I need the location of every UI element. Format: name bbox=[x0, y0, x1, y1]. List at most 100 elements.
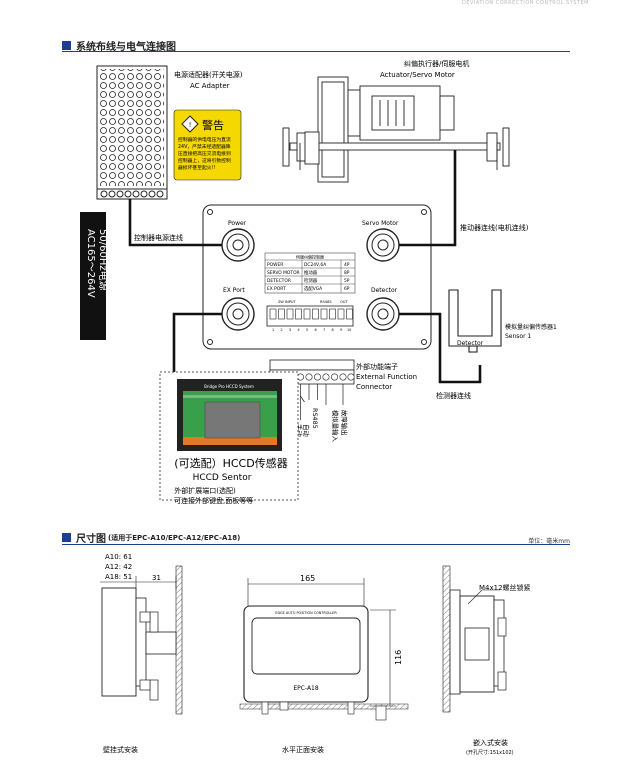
connector-power bbox=[221, 228, 255, 262]
motor-wire-label: 推动器连线(电机连线) bbox=[460, 223, 529, 232]
adapter-terminals bbox=[100, 190, 164, 198]
hccd-desc1: 外部扩展端口(选配) bbox=[174, 486, 236, 495]
detector-sensor bbox=[448, 289, 502, 353]
front-width: 165 bbox=[300, 574, 315, 583]
port-ex-label: EX Port bbox=[223, 287, 245, 294]
ext-signal-manual: 手动 bbox=[295, 424, 304, 437]
wall-model-a12: A12: 42 bbox=[105, 563, 132, 571]
wall-model-a10: A10: 61 bbox=[105, 553, 132, 561]
controller-terminal-strip: SW INPUT RS485 OUT 1 2 3 4 5 6 7 8 9 10 bbox=[266, 300, 354, 332]
ext-signal-fault: 故障输出 bbox=[340, 410, 349, 436]
hccd-screen-title: Bridge Pro HCCD System bbox=[204, 384, 254, 389]
front-mount-drawing: 165 116 EDGE AUTO POSITION CONTROLLER EP… bbox=[239, 574, 409, 721]
section-square-icon bbox=[62, 533, 71, 542]
warning-line-4: 控制器上，这将引致控制 bbox=[178, 157, 231, 164]
port-servo-label: Servo Motor bbox=[362, 220, 399, 227]
front-model: EPC-A18 bbox=[293, 685, 319, 692]
terminal-group-rs485: RS485 bbox=[320, 300, 332, 304]
hccd-label-en: HCCD Sentor bbox=[193, 473, 252, 483]
terminal-num-6: 6 bbox=[315, 328, 317, 332]
terminal-num-7: 7 bbox=[323, 328, 325, 332]
embed-note: (开孔尺寸:151x102) bbox=[466, 749, 514, 756]
port-power-label: Power bbox=[228, 220, 247, 227]
table-r3-c2: 6P bbox=[344, 286, 350, 292]
actuator-drawing bbox=[282, 76, 510, 183]
unit-label: 单位：毫米mm bbox=[528, 538, 570, 545]
power-wire-label: 控制器电源连线 bbox=[134, 233, 183, 242]
terminal-num-3: 3 bbox=[289, 328, 291, 332]
header-tag: DEVIATION CORRECTION CONTROL SYSTEM bbox=[462, 0, 589, 6]
port-detector-label: Detector bbox=[371, 287, 398, 294]
front-caption: 水平正面安装 bbox=[282, 745, 324, 754]
table-r2-c2: 5P bbox=[344, 278, 350, 284]
connector-ex bbox=[221, 297, 255, 331]
section2-header: 尺寸图 (适用于EPC-A10/EPC-A12/EPC-A18) bbox=[62, 530, 240, 545]
hccd-desc2: 可连接外部键盘,面板等等 bbox=[174, 496, 253, 505]
external-label-en1: External Function bbox=[356, 373, 417, 381]
connector-detector bbox=[366, 297, 400, 331]
warning-line-1: 控制器的供电电压为直流 bbox=[178, 136, 231, 143]
table-r1-c0: SERVO MOTOR bbox=[267, 270, 300, 276]
detector-desc-cn: 模拟量纠偏传感器1 bbox=[505, 323, 557, 331]
svg-text:!: ! bbox=[189, 121, 192, 129]
terminal-num-8: 8 bbox=[332, 328, 334, 332]
hccd-label-cn: (可选配）HCCD传感器 bbox=[174, 457, 287, 470]
table-r0-c1: DC24V,6A bbox=[304, 262, 326, 268]
section2-title: 尺寸图 bbox=[76, 534, 106, 545]
terminal-num-1: 1 bbox=[272, 328, 274, 332]
terminal-group-sw: SW INPUT bbox=[278, 300, 297, 304]
warning-box: ! 警告 控制器的供电电压为直流 24V，严禁未经适配器降 压直接把高压交流电接… bbox=[173, 109, 242, 181]
section2-rule bbox=[62, 544, 570, 545]
section2-subtitle: (适用于EPC-A10/EPC-A12/EPC-A18) bbox=[108, 533, 241, 542]
embed-caption: 嵌入式安装 bbox=[473, 738, 508, 747]
external-label-cn: 外部功能端子 bbox=[356, 362, 398, 371]
table-r2-c0: DETECTOR bbox=[267, 278, 291, 284]
detector-wire-label: 检测器连线 bbox=[436, 391, 471, 400]
table-title: 伺服纠偏控制器 bbox=[296, 254, 324, 260]
terminal-num-5: 5 bbox=[306, 328, 308, 332]
voltage-line1: AC165～264V bbox=[85, 229, 96, 298]
ext-signal-auto: 自动 bbox=[302, 424, 311, 437]
hccd-box: Bridge Pro HCCD System bbox=[159, 371, 299, 501]
front-height: 116 bbox=[394, 650, 403, 665]
warning-line-3: 压直接把高压交流电接到 bbox=[178, 150, 231, 157]
wall-mount-drawing: A10: 61 A12: 42 A18: 51 31 bbox=[100, 553, 183, 715]
terminal-group-out: OUT bbox=[340, 300, 348, 304]
terminal-num-2: 2 bbox=[281, 328, 283, 332]
table-r1-c2: 8P bbox=[344, 270, 350, 276]
section1-header: 系统布线与电气连接图 bbox=[62, 38, 176, 53]
embedded-mount-drawing bbox=[442, 565, 507, 713]
external-label-en2: Connector bbox=[356, 383, 392, 391]
table-r0-c2: 4P bbox=[344, 262, 350, 268]
actuator-label-en: Actuator/Servo Motor bbox=[380, 71, 455, 79]
warning-line-2: 24V，严禁未经适配器降 bbox=[178, 143, 231, 150]
warning-line-5: 器损坏甚至起火!! bbox=[178, 164, 216, 171]
section-square-icon bbox=[62, 41, 71, 50]
table-r0-c0: POWER bbox=[267, 262, 283, 268]
voltage-line2: 50/60Hz电源 bbox=[97, 229, 110, 291]
table-r3-c1: 选配VGA bbox=[304, 285, 322, 292]
voltage-bar bbox=[80, 212, 106, 340]
table-r2-c1: 检测器 bbox=[304, 277, 318, 284]
table-r3-c0: EX PORT bbox=[267, 286, 286, 292]
adapter-label-cn: 电源适配器(开关电源) bbox=[174, 70, 243, 79]
actuator-label-cn: 纠偏执行器/伺服电机 bbox=[404, 59, 469, 68]
warning-icon bbox=[181, 115, 199, 133]
section1-rule bbox=[62, 51, 570, 52]
ac-adapter bbox=[96, 65, 168, 200]
terminal-num-9: 9 bbox=[340, 328, 342, 332]
detector-desc-en: Sensor 1 bbox=[505, 333, 531, 340]
wall-model-a18: A18: 51 bbox=[105, 573, 132, 581]
spec-table: 伺服纠偏控制器 POWER DC24V,6A 4P SERVO MOTOR 推动… bbox=[264, 252, 356, 294]
terminal-num-10: 10 bbox=[347, 328, 351, 332]
wall-depth: 31 bbox=[152, 574, 161, 582]
detector-label: Detector bbox=[457, 340, 484, 347]
connector-servo bbox=[366, 228, 400, 262]
ext-signal-analog: 模拟量输入 bbox=[331, 410, 340, 443]
wires bbox=[128, 150, 482, 384]
warning-title: 警告 bbox=[202, 118, 224, 132]
wall-caption: 壁挂式安装 bbox=[103, 745, 138, 754]
table-r1-c1: 推动器 bbox=[304, 269, 318, 276]
front-panel-text: EDGE AUTO POSITION CONTROLLER bbox=[275, 611, 337, 615]
